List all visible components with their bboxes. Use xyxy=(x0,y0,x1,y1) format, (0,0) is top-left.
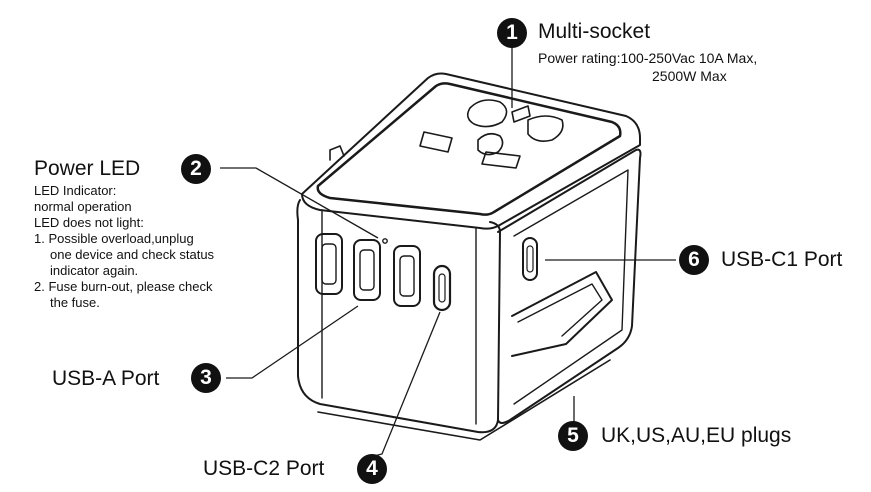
led-indicator-notes: LED Indicator: normal operation LED does… xyxy=(34,183,214,311)
callout-1-badge: 1 xyxy=(497,18,527,48)
power-rating-line2: 2500W Max xyxy=(652,68,727,84)
top-face-inner xyxy=(316,82,622,216)
led-note-line: one device and check status xyxy=(50,247,215,262)
socket-round-hole xyxy=(477,132,504,156)
multi-socket-label: Multi-socket xyxy=(538,20,651,43)
socket-uk-slot xyxy=(466,99,508,128)
slider-groove-inner xyxy=(517,283,603,337)
leader-usb-c2 xyxy=(373,311,441,457)
usb-c1-port xyxy=(522,237,538,281)
socket-side-slot xyxy=(511,105,531,123)
power-rating-label: Power rating:100-250Vac 10A Max, xyxy=(538,50,757,66)
callout-6-badge: 6 xyxy=(679,245,709,275)
led-note-line: 2. Fuse burn-out, please check xyxy=(34,279,213,294)
callout-4-badge: 4 xyxy=(357,454,387,484)
socket-earth-slot xyxy=(481,151,521,169)
power-led-label: Power LED xyxy=(34,157,141,180)
callout-5-badge: 5 xyxy=(558,421,588,451)
slider-groove xyxy=(511,271,613,357)
top-face-outline xyxy=(301,72,641,230)
power-rating-prefix: Power rating: xyxy=(538,50,621,66)
power-rating-line1: 100-250Vac 10A Max, xyxy=(620,50,758,66)
right-face-outline xyxy=(497,148,642,424)
usb-c2-port-label: USB-C2 Port xyxy=(203,457,325,480)
usb-c1-port-label: USB-C1 Port xyxy=(721,248,843,271)
power-led-dot xyxy=(382,238,388,244)
usb-c2-port xyxy=(432,264,452,312)
leader-power-led xyxy=(220,167,379,239)
callout-2-badge: 2 xyxy=(181,154,211,184)
led-note-line: LED does not light: xyxy=(34,215,144,230)
led-note-line: normal operation xyxy=(34,199,132,214)
led-note-line: indicator again. xyxy=(50,263,139,278)
plugs-label: UK,US,AU,EU plugs xyxy=(601,424,792,447)
socket-flat-slot xyxy=(419,131,453,153)
front-face-outline xyxy=(296,199,501,434)
socket-eu-slot xyxy=(527,115,564,142)
usb-a-ports xyxy=(315,233,421,307)
led-note-line: the fuse. xyxy=(50,295,100,310)
bottom-rail xyxy=(317,359,611,441)
right-face-inner xyxy=(513,169,629,405)
led-note-line: 1. Possible overload,unplug xyxy=(34,231,194,246)
rear-tab xyxy=(329,145,345,161)
leader-usb-a xyxy=(226,305,359,379)
usb-a-port-label: USB-A Port xyxy=(52,367,160,390)
led-note-line: LED Indicator: xyxy=(34,183,117,198)
callout-3-badge: 3 xyxy=(191,363,221,393)
